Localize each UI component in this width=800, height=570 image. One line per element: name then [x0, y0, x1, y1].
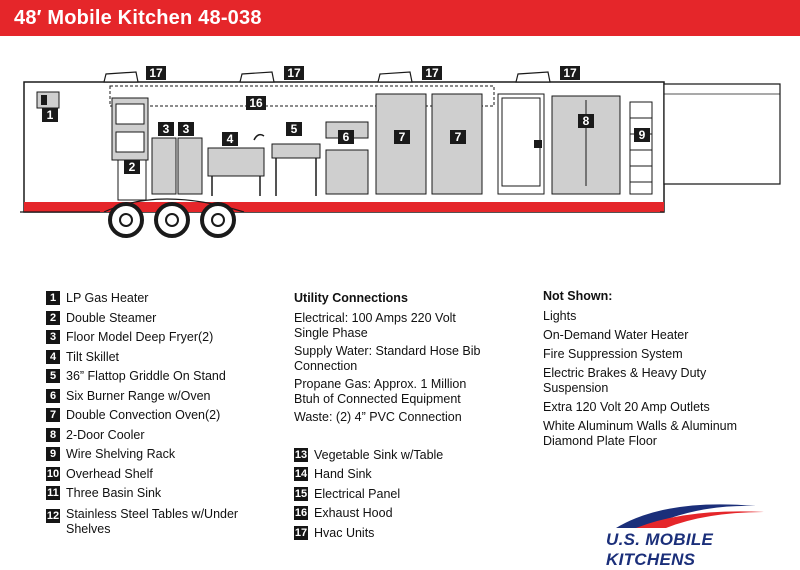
svg-text:7: 7 — [399, 130, 406, 144]
callout-1: 1 — [42, 108, 58, 122]
svg-text:16: 16 — [249, 96, 263, 110]
svg-text:1: 1 — [47, 108, 54, 122]
page-header: 48′ Mobile Kitchen 48-038 — [0, 0, 800, 36]
callout-8: 8 — [578, 114, 594, 128]
trailer-wheels — [103, 198, 245, 238]
lp-gas-heater — [36, 91, 60, 109]
callout-5: 5 — [286, 122, 302, 136]
not-shown-item: Lights — [543, 309, 577, 323]
deep-fryers — [151, 137, 203, 195]
utility-line: Waste: (2) 4” PVC Connection — [294, 409, 462, 424]
utility-line: Supply Water: Standard Hose Bib Connecti… — [294, 343, 481, 373]
not-shown-item: Fire Suppression System — [543, 347, 683, 361]
svg-text:17: 17 — [563, 66, 577, 80]
callout-3a: 3 — [158, 122, 174, 136]
svg-text:9: 9 — [639, 128, 646, 142]
callout-4: 4 — [222, 132, 238, 146]
callout-17c: 17 — [422, 66, 442, 80]
callout-9: 9 — [634, 128, 650, 142]
callout-3b: 3 — [178, 122, 194, 136]
two-door-cooler — [551, 95, 621, 195]
svg-text:17: 17 — [149, 66, 163, 80]
callout-7b: 7 — [450, 130, 466, 144]
brand-logo: U.S. MOBILE KITCHENS — [606, 498, 786, 569]
not-shown-list: Not Shown: Lights On-Demand Water Heater… — [543, 289, 743, 453]
not-shown-item: Electric Brakes & Heavy Duty Suspension — [543, 366, 707, 395]
flag-swoosh-icon — [616, 504, 766, 528]
tilt-skillet — [207, 133, 265, 196]
not-shown-item: Extra 120 Volt 20 Amp Outlets — [543, 400, 710, 414]
door-panel — [497, 93, 545, 195]
trailer-diagram: 1 2 3 3 4 5 6 7 7 8 9 16 17 17 17 17 — [20, 66, 781, 238]
not-shown-item: White Aluminum Walls & Aluminum Diamond … — [543, 419, 738, 448]
not-shown-heading: Not Shown: — [543, 289, 613, 303]
callout-2: 2 — [124, 160, 140, 174]
svg-text:3: 3 — [183, 122, 190, 136]
svg-text:8: 8 — [583, 114, 590, 128]
callout-badges: 1 2 3 3 4 5 6 7 7 8 9 16 17 17 17 17 — [42, 66, 650, 174]
utility-connections: Utility Connections Electrical: 100 Amps… — [294, 289, 494, 543]
logo-text: U.S. MOBILE KITCHENS — [606, 530, 714, 569]
flattop-griddle — [271, 143, 321, 196]
svg-text:4: 4 — [227, 132, 234, 146]
callout-16: 16 — [246, 96, 266, 110]
svg-text:5: 5 — [291, 122, 298, 136]
hvac-units — [103, 71, 551, 83]
utility-heading: Utility Connections — [294, 291, 408, 305]
svg-text:7: 7 — [455, 130, 462, 144]
convection-ovens — [375, 93, 483, 195]
page-title: 48′ Mobile Kitchen 48-038 — [14, 7, 262, 29]
svg-text:17: 17 — [425, 66, 439, 80]
callout-17b: 17 — [284, 66, 304, 80]
svg-text:2: 2 — [129, 160, 136, 174]
svg-text:6: 6 — [343, 130, 350, 144]
callout-6: 6 — [338, 130, 354, 144]
callout-17d: 17 — [560, 66, 580, 80]
not-shown-item: On-Demand Water Heater — [543, 328, 689, 342]
six-burner-range — [325, 121, 369, 195]
utility-line: Electrical: 100 Amps 220 Volt Single Pha… — [294, 310, 456, 340]
callout-7a: 7 — [394, 130, 410, 144]
svg-text:3: 3 — [163, 122, 170, 136]
svg-text:17: 17 — [287, 66, 301, 80]
utility-line: Propane Gas: Approx. 1 Million Btuh of C… — [294, 376, 467, 406]
callout-17a: 17 — [146, 66, 166, 80]
